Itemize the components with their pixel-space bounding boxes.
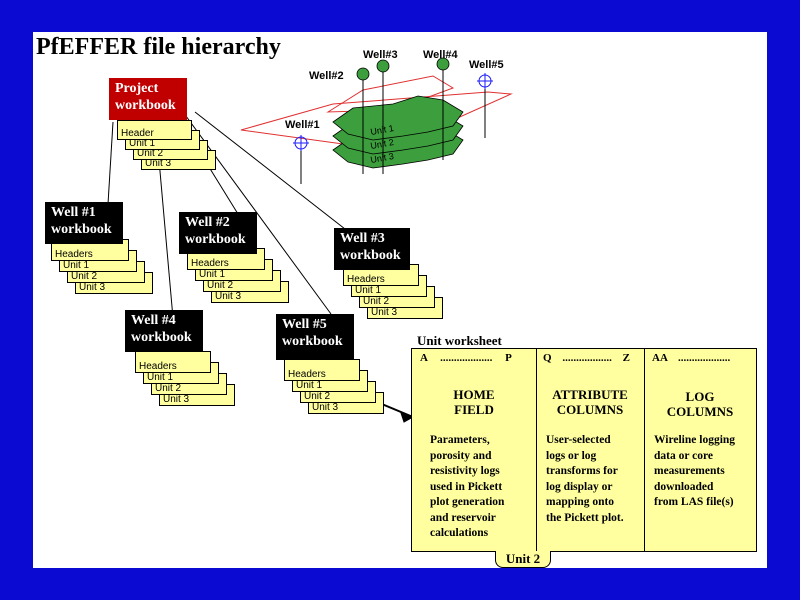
well4-sheet-headers: Headers: [135, 351, 211, 373]
home-field-range: A ................... P: [420, 352, 512, 364]
map-label-well5: Well#5: [469, 59, 504, 71]
map-label-well2: Well#2: [309, 70, 344, 82]
well-map: Unit 1 Unit 2 Unit 3 Well#1 Well#2: [240, 49, 513, 184]
map-layer-label-1: Unit 1: [370, 123, 395, 137]
connector-project-well4: [158, 159, 174, 319]
attribute-columns-title: ATTRIBUTE COLUMNS: [552, 387, 628, 417]
project-sheet-header: Header: [117, 120, 192, 140]
page-title: PfEFFER file hierarchy: [36, 34, 281, 60]
log-columns-range: AA ...................: [652, 352, 731, 364]
well3-symbol: [376, 59, 390, 73]
well2-symbol: [356, 67, 370, 81]
log-columns-title: LOG COLUMNS: [666, 389, 734, 419]
worksheet-pointer-arrow: [400, 412, 415, 423]
unit-worksheet-title: Unit worksheet: [417, 333, 502, 348]
home-field-description: Parameters, porosity and resistivity log…: [430, 434, 505, 539]
map-label-well1: Well#1: [285, 119, 320, 131]
map-layer-label-2: Unit 2: [370, 137, 395, 151]
home-field-title: HOME FIELD: [453, 387, 495, 417]
attribute-columns-description: User-selected logs or log transforms for…: [546, 434, 624, 524]
slide: PfEFFER file hierarchy Unit 1: [33, 32, 767, 568]
map-layer-label-3: Unit 3: [370, 151, 395, 165]
unit-worksheet-panel: A ................... P HOME FIELD Param…: [411, 348, 757, 552]
map-label-well4: Well#4: [423, 49, 459, 61]
well5-sheet-headers: Headers: [284, 359, 360, 381]
map-label-well3: Well#3: [363, 49, 398, 61]
map-layer-unit1: [332, 95, 464, 141]
connector-project-well1: [107, 121, 114, 205]
well4-symbol: [436, 57, 450, 71]
column-divider-1: [536, 349, 537, 551]
column-divider-2: [644, 349, 645, 551]
connector-project-well3: [194, 111, 346, 230]
attribute-columns-range: Q .................. Z: [543, 352, 630, 364]
log-columns-description: Wireline logging data or core measuremen…: [654, 434, 736, 508]
unit-worksheet-tab[interactable]: Unit 2: [495, 551, 551, 568]
